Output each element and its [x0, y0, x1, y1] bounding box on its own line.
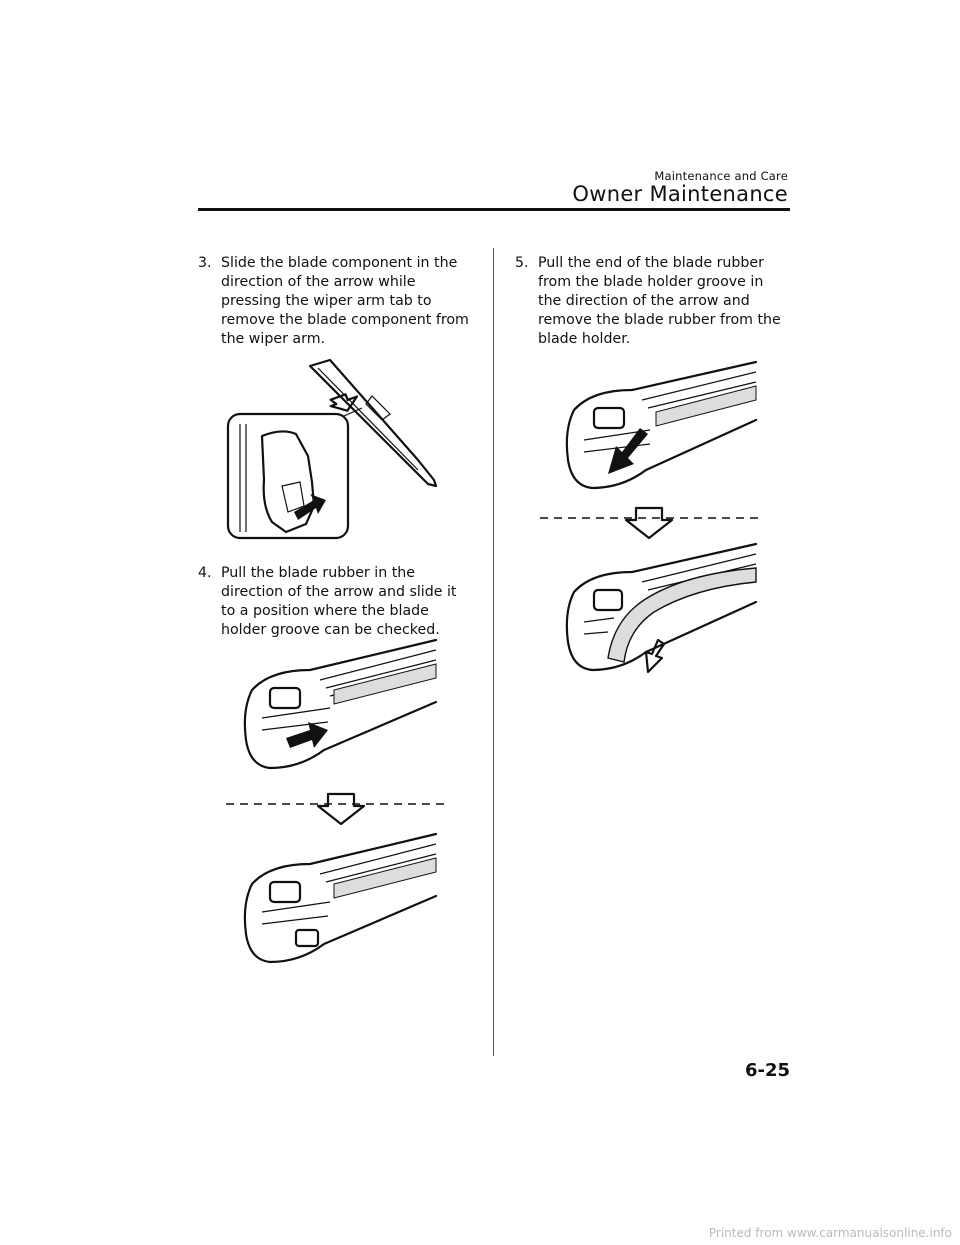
down-arrow-icon [624, 506, 674, 540]
step-number: 4. [198, 565, 212, 581]
section-label: Maintenance and Care [654, 169, 788, 183]
blade-rubber-slide-illustration [243, 638, 438, 770]
right-arrow-icon [294, 494, 326, 520]
column-divider [493, 248, 494, 1056]
down-left-arrow-icon [608, 428, 648, 474]
step-5: 5. Pull the end of the blade rubber from… [515, 254, 791, 349]
step-number: 3. [198, 255, 212, 271]
step-text: Pull the blade rubber in the direction o… [221, 565, 457, 638]
blade-groove-check-illustration [243, 832, 438, 964]
down-arrow-icon [329, 393, 359, 412]
step-3: 3. Slide the blade component in the dire… [198, 254, 474, 349]
header-divider [198, 208, 790, 211]
page-title: Owner Maintenance [572, 182, 788, 206]
sequence-separator [226, 792, 446, 826]
step-text: Pull the end of the blade rubber from th… [538, 255, 781, 347]
down-left-arrow-icon [644, 638, 666, 674]
blade-rubber-removal-illustration [565, 542, 758, 674]
footer-watermark: Printed from www.carmanualsonline.info [708, 1226, 952, 1240]
step-text: Slide the blade component in the directi… [221, 255, 469, 347]
page-number: 6-25 [744, 1060, 790, 1081]
step-number: 5. [515, 255, 529, 271]
wiper-arm-removal-illustration [226, 358, 438, 540]
step-4: 4. Pull the blade rubber in the directio… [198, 564, 474, 640]
right-arrow-icon [286, 722, 328, 748]
down-arrow-icon [316, 792, 366, 826]
blade-rubber-end-pull-illustration [565, 360, 758, 490]
sequence-separator [540, 506, 762, 540]
